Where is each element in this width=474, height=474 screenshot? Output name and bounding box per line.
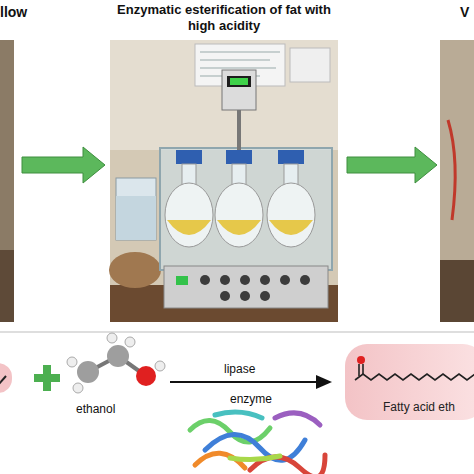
panel-heading: V bbox=[460, 4, 474, 20]
lab-photo bbox=[110, 40, 338, 322]
panel-heading: llow bbox=[0, 4, 40, 20]
product-band: Fatty acid eth bbox=[345, 344, 474, 420]
molecule-label: ethanol bbox=[76, 402, 115, 416]
process-panel: Enzymatic esterification of fat with hig… bbox=[108, 0, 340, 322]
beaker-water bbox=[116, 196, 156, 240]
enzyme-label: enzyme bbox=[230, 392, 272, 406]
water-beaker bbox=[116, 178, 156, 240]
wall-poster bbox=[195, 44, 285, 86]
panel-heading: Enzymatic esterification of fat with hig… bbox=[108, 2, 340, 34]
flow-arrow bbox=[22, 147, 105, 183]
red-tube bbox=[448, 120, 455, 220]
reaction-arrow bbox=[170, 381, 318, 383]
chain-fragment bbox=[0, 376, 6, 385]
reactant-fragment bbox=[0, 363, 12, 393]
protein-ribbon bbox=[190, 412, 325, 474]
flow-arrow bbox=[347, 147, 437, 183]
cropped-panel: V bbox=[440, 0, 474, 322]
lab-wall bbox=[110, 40, 338, 150]
photo-left-bench bbox=[0, 250, 14, 322]
water-bath bbox=[160, 148, 332, 270]
display-glow bbox=[230, 78, 248, 85]
photo-right-bench bbox=[440, 260, 474, 322]
product-name: Fatty acid eth bbox=[383, 400, 455, 414]
cropped-panel: llow bbox=[0, 0, 15, 322]
photo-left bbox=[0, 40, 14, 322]
ethanol-molecule bbox=[67, 333, 165, 393]
hotplate-knobs bbox=[200, 275, 310, 301]
stirrer-display bbox=[227, 76, 251, 87]
wooden-board bbox=[109, 252, 161, 288]
flasks bbox=[165, 150, 315, 247]
plus-sign bbox=[34, 365, 60, 391]
wall-poster bbox=[290, 48, 330, 82]
reaction-arrowhead bbox=[316, 375, 332, 389]
separator bbox=[0, 332, 474, 333]
enzyme-label: lipase bbox=[224, 362, 255, 376]
stirrer-head bbox=[222, 70, 256, 110]
photo-right bbox=[440, 40, 474, 322]
power-switch bbox=[176, 276, 188, 285]
hotplate bbox=[164, 266, 328, 308]
